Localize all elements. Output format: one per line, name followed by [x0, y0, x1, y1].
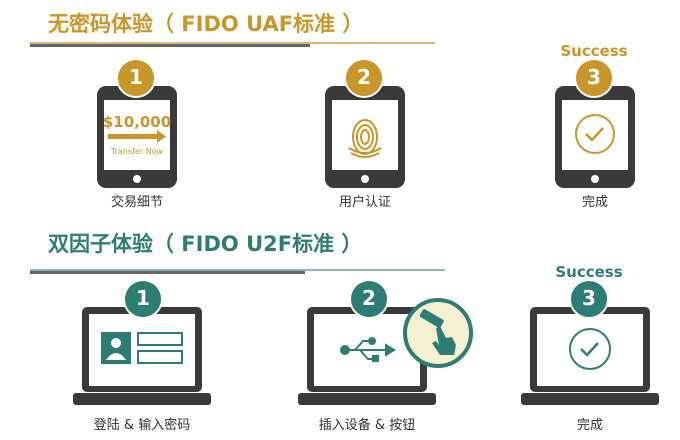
step-label: 完成: [581, 195, 608, 210]
laptop-2: [298, 307, 436, 405]
step-badge-1: [116, 58, 156, 98]
success-text: Success: [555, 263, 623, 281]
check-circle-icon: [569, 328, 611, 370]
step-badge-3: [574, 58, 614, 98]
step-badge-3: [569, 279, 609, 319]
login-form-icon: [101, 332, 183, 364]
step-number: 3: [582, 286, 596, 310]
success-text: Success: [560, 42, 628, 60]
step-badge-2: [344, 58, 384, 98]
step-number: 1: [129, 65, 143, 89]
step-number: 3: [587, 65, 601, 89]
step-number: 2: [362, 286, 376, 310]
tablet-1: [97, 86, 177, 188]
step-label: 用户认证: [338, 195, 391, 210]
transfer-arrow-icon: [108, 130, 166, 143]
section-title-u2f: 双因子体验（ FIDO U2F标准 ）: [48, 232, 363, 256]
section2-underline: [30, 269, 445, 274]
tablet-2: [325, 86, 405, 188]
step-label: 交易细节: [110, 195, 163, 210]
step-label: 完成: [576, 418, 603, 433]
section-title-uaf: 无密码体验（ FIDO UAF标准 ）: [48, 12, 364, 36]
section1-underline: [30, 42, 435, 47]
step-label: 登陆 & 输入密码: [93, 418, 191, 433]
step-badge-2: [349, 279, 389, 319]
laptop-3: [521, 307, 659, 405]
transfer-now-text: Transfer Now: [110, 147, 164, 156]
check-circle-icon: [575, 114, 615, 154]
usb-key-touch-icon: [403, 298, 473, 368]
tablet-3: [555, 86, 635, 188]
step-number: 1: [136, 286, 150, 310]
usb-icon: [340, 337, 396, 362]
transfer-amount: $10,000: [102, 113, 172, 131]
step-number: 2: [357, 65, 371, 89]
step-badge-1: [123, 279, 163, 319]
fingerprint-icon: [348, 119, 382, 158]
step-label: 插入设备 & 按钮: [318, 418, 416, 433]
laptop-1: [73, 307, 211, 405]
